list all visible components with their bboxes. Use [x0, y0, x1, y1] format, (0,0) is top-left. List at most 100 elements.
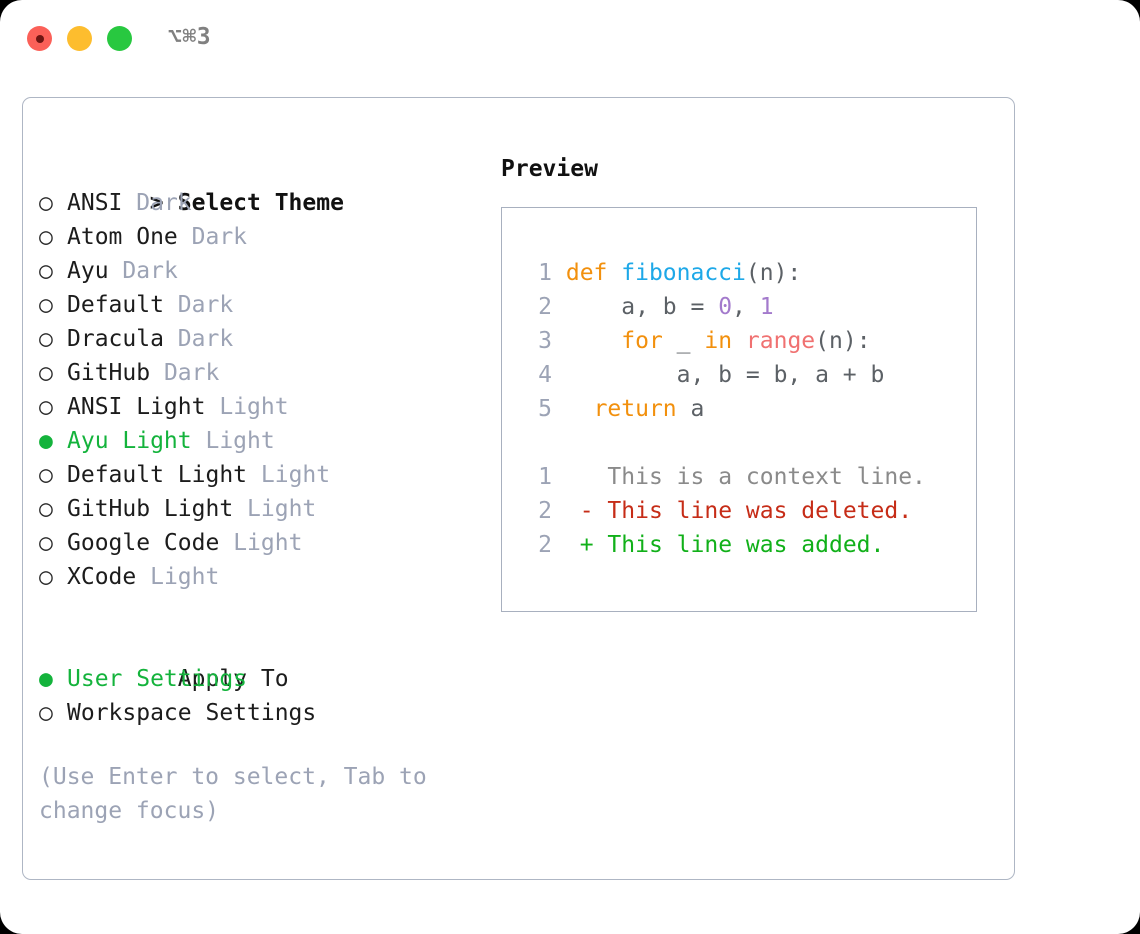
theme-option-ayu-light[interactable]: ●Ayu Light Light — [39, 424, 479, 458]
radio-unselected-icon: ○ — [39, 394, 53, 420]
diff-lines: 1 This is a context line. 2 - This line w… — [520, 460, 968, 562]
apply-to-option-list: ● User Settings ○ Workspace Settings — [39, 662, 479, 730]
theme-option-default[interactable]: ○ Default Dark — [39, 288, 479, 322]
keyboard-hint-text: (Use Enter to select, Tab to change focu… — [39, 764, 427, 824]
code-gutter-space — [552, 362, 566, 388]
preview-column: Preview 1 def fibonacci(n):2 a, b = 0, 1… — [501, 152, 1001, 612]
code-line-number: 2 — [538, 294, 552, 320]
diff-gutter-space — [552, 464, 580, 490]
theme-option-github[interactable]: ○ GitHub Dark — [39, 356, 479, 390]
theme-option-label: GitHub — [67, 360, 151, 386]
theme-option-atom-one[interactable]: ○Atom One Dark — [39, 220, 479, 254]
code-gutter-space — [552, 396, 566, 422]
close-icon — [35, 34, 44, 43]
theme-option-label: Ayu Light — [67, 428, 192, 454]
theme-option-default-light[interactable]: ○ Default Light Light — [39, 458, 479, 492]
code-token-pn: a — [676, 396, 705, 422]
code-token-pn: , — [732, 294, 760, 320]
theme-option-ansi[interactable]: ○ ANSI Dark — [39, 186, 479, 220]
caret-icon: > — [149, 190, 164, 216]
apply-to-title: Apply To — [177, 666, 289, 692]
code-line-number: 4 — [538, 362, 552, 388]
diff-line-number: 2 — [538, 498, 552, 524]
theme-variant-badge: Dark — [136, 190, 192, 216]
diff-line-number: 1 — [538, 464, 552, 490]
diff-sign-space — [594, 464, 608, 490]
theme-variant-badge: Dark — [177, 292, 234, 318]
theme-option-label: XCode — [67, 564, 137, 590]
theme-option-variant — [192, 428, 206, 454]
apply-to-option-label: Workspace Settings — [67, 700, 317, 726]
theme-option-google-code[interactable]: ○Google Code Light — [39, 526, 479, 560]
apply-to-option-label: User Settings — [67, 666, 248, 692]
theme-variant-badge: Light — [260, 462, 331, 488]
select-theme-header: > Select Theme — [39, 152, 479, 216]
code-gutter-space — [552, 260, 566, 286]
code-token-pn: (n): — [745, 260, 802, 286]
theme-option-list: ○ ANSI Dark ○Atom One Dark○Ayu Dark ○ Defaul… — [39, 186, 479, 594]
theme-option-variant — [205, 394, 219, 420]
diff-line-deleted: 2 - This line was deleted. — [520, 494, 968, 528]
diff-line-text: This is a context line. — [607, 464, 926, 490]
code-token-num: 1 — [759, 294, 774, 320]
theme-option-variant — [233, 496, 247, 522]
code-token-kw: return — [593, 396, 677, 422]
maximize-button[interactable] — [107, 26, 132, 51]
code-token-num: 0 — [718, 294, 733, 320]
theme-option-ayu[interactable]: ○Ayu Dark — [39, 254, 479, 288]
theme-option-ansi-light[interactable]: ○ANSI Light Light — [39, 390, 479, 424]
code-token-pn — [566, 396, 594, 422]
code-token-kw: def — [565, 260, 622, 286]
theme-option-label: Dracula — [67, 326, 164, 352]
theme-option-label: GitHub Light — [67, 496, 234, 522]
radio-unselected-icon: ○ — [39, 700, 53, 726]
select-theme-title: Select Theme — [177, 190, 344, 216]
theme-option-xcode[interactable]: ○XCode Light — [39, 560, 479, 594]
code-token-pn: (n): — [815, 328, 871, 354]
code-token-pn: a, b = — [565, 294, 719, 320]
theme-selector-panel: >Select Theme ○ANSI Dark○Atom One Dark○A… — [22, 97, 1015, 880]
theme-option-dracula[interactable]: ○Dracula Dark — [39, 322, 479, 356]
radio-unselected-icon: ○ — [39, 360, 53, 386]
diff-gutter-space — [552, 532, 580, 558]
code-line: 2 a, b = 0, 1 — [520, 290, 968, 324]
code-gutter-space — [552, 328, 566, 354]
radio-unselected-icon: ○ — [39, 530, 53, 556]
diff-sign-space — [594, 498, 608, 524]
code-token-pn: a, b = b, a + b — [565, 362, 885, 388]
diff-sign-icon: - — [579, 498, 594, 524]
radio-unselected-icon: ○ — [39, 292, 53, 318]
keyboard-shortcut-label: ⌥⌘3 — [168, 24, 212, 50]
code-token-fn: fibonacci — [621, 260, 746, 286]
theme-option-label: Default — [67, 292, 164, 318]
radio-unselected-icon: ○ — [39, 190, 53, 216]
theme-option-label: ANSI — [67, 190, 123, 216]
theme-option-variant — [247, 462, 261, 488]
code-line: 3 for _ in range(n): — [520, 324, 968, 358]
radio-unselected-icon: ○ — [39, 462, 53, 488]
theme-variant-badge: Dark — [122, 258, 178, 284]
diff-sign-space — [594, 532, 608, 558]
minimize-button[interactable] — [67, 26, 92, 51]
theme-option-github-light[interactable]: ○GitHub Light Light — [39, 492, 479, 526]
code-gutter-space — [552, 294, 566, 320]
theme-option-variant — [122, 190, 136, 216]
diff-sign-icon — [580, 464, 594, 490]
code-token-pn — [732, 328, 746, 354]
theme-option-variant — [178, 224, 192, 250]
apply-to-option-user-settings[interactable]: ● User Settings — [39, 662, 479, 696]
radio-selected-icon: ● — [39, 428, 53, 454]
radio-selected-icon: ● — [39, 666, 53, 692]
diff-line-text: This line was added. — [607, 532, 885, 558]
theme-option-variant — [109, 258, 123, 284]
close-button[interactable] — [27, 26, 52, 51]
theme-option-label: Default Light — [67, 462, 248, 488]
code-line: 5 return a — [520, 392, 968, 426]
theme-variant-badge: Dark — [163, 360, 220, 386]
apply-to-option-workspace-settings[interactable]: ○ Workspace Settings — [39, 696, 479, 730]
theme-option-variant — [136, 564, 150, 590]
theme-variant-badge: Light — [247, 496, 317, 522]
radio-unselected-icon: ○ — [39, 326, 53, 352]
radio-unselected-icon: ○ — [39, 564, 53, 590]
